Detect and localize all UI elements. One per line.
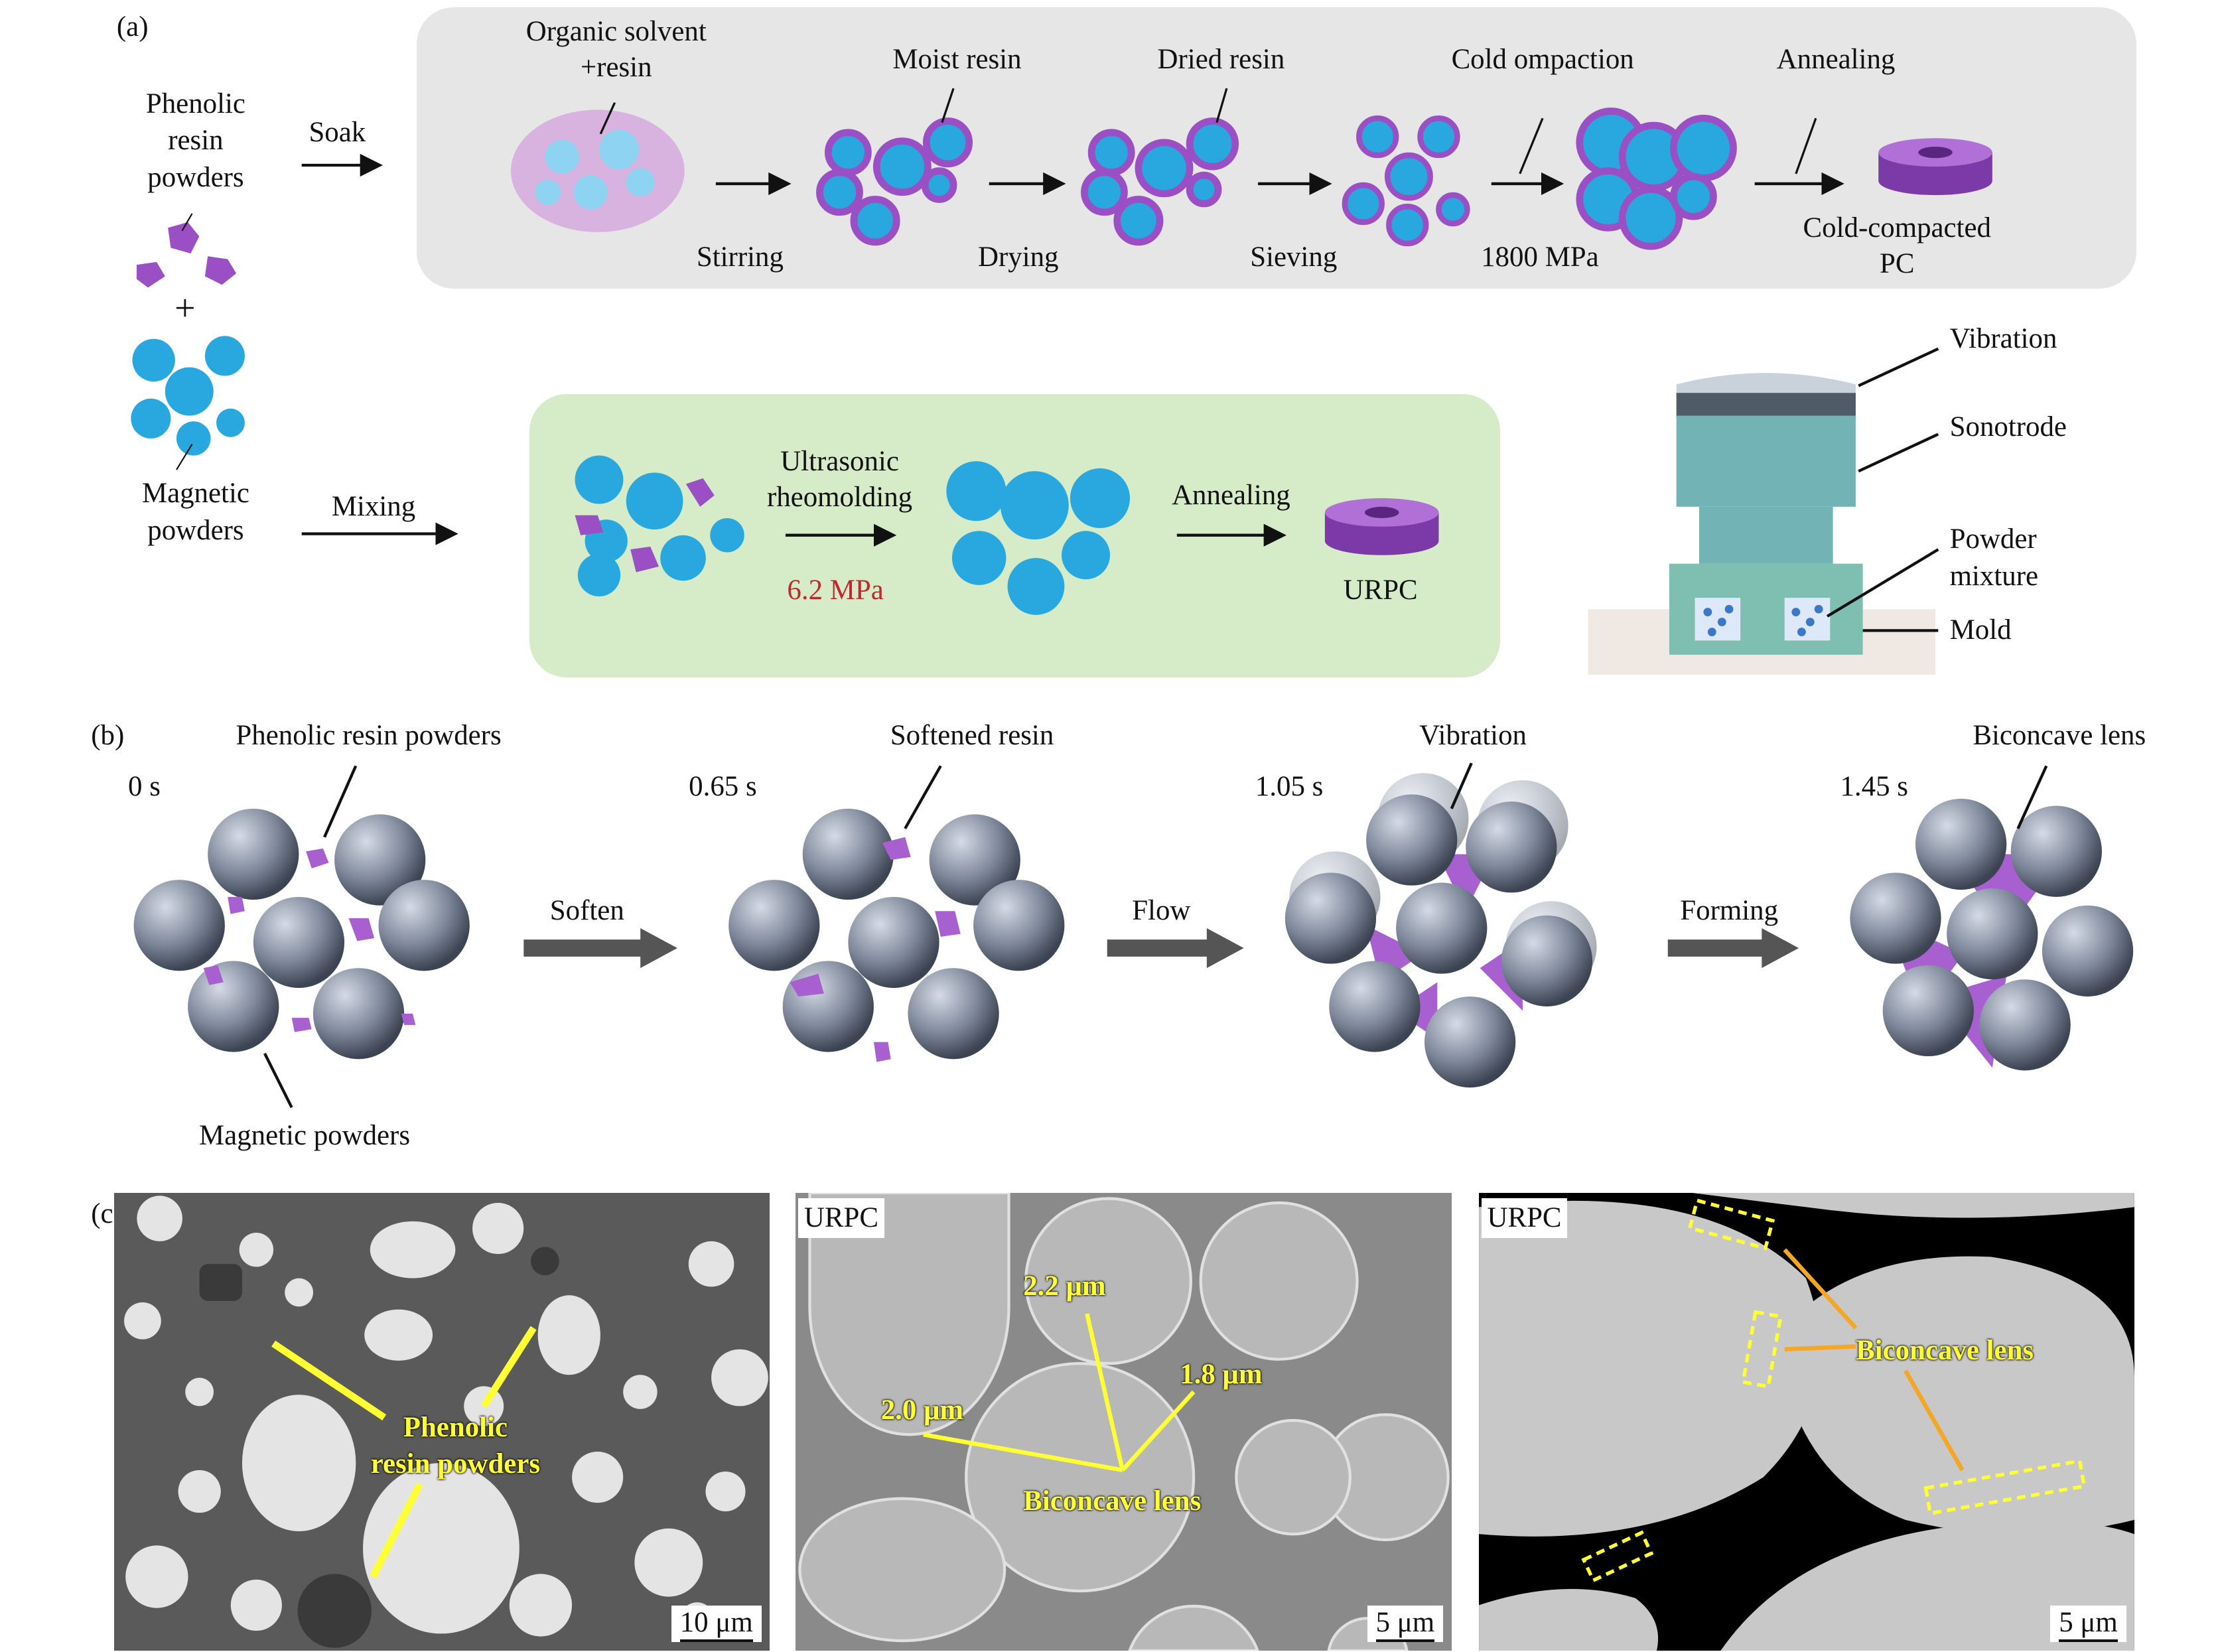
- top-process-box: [417, 7, 2136, 289]
- flow-arrow-icon: [1107, 928, 1244, 968]
- soften-label: Soften: [549, 894, 624, 926]
- resin-particles-icon: [136, 222, 237, 288]
- pc-ring-icon: [1878, 138, 1992, 196]
- sem-particles: [798, 1192, 1450, 1651]
- biconcave-annotation-2: Biconcave lens: [1023, 1485, 1202, 1517]
- pressure-1800-label: 1800 MPa: [1481, 241, 1599, 273]
- solvent-resin-icon: [511, 109, 685, 232]
- vibration-label: Vibration: [1949, 322, 2057, 354]
- sem-image-urpc-fracture: URPC 2.2 μm 1.8 μm 2.0 μm Biconcave lens…: [796, 1192, 1452, 1651]
- softened-resin-label: Softened resin: [890, 720, 1054, 752]
- panel-a-label: (a): [116, 11, 149, 42]
- phenolic-annotation: Phenolic resin powders: [370, 1411, 541, 1480]
- stirring-label: Stirring: [696, 241, 784, 273]
- dried-resin-icon: [1081, 117, 1239, 246]
- vibration-b-label: Vibration: [1419, 720, 1527, 752]
- scale-bar-5um: 5 μm: [1367, 1605, 1444, 1643]
- mixing-label: Mixing: [331, 490, 416, 522]
- scale-bar-10um: 10 μm: [671, 1605, 762, 1643]
- cold-compacted-pc-label: Cold-compacted PC: [1803, 212, 1991, 280]
- measure-2-0: 2.0 μm: [880, 1394, 964, 1426]
- time-0: 0 s: [128, 771, 161, 803]
- biconcave-annotation-3: Biconcave lens: [1856, 1334, 2034, 1366]
- measure-1-8: 1.8 μm: [1180, 1359, 1263, 1391]
- mold-label: Mold: [1949, 614, 2012, 646]
- dried-resin-label: Dried resin: [1157, 44, 1285, 76]
- phenolic-resin-label: Phenolic resin powders: [145, 88, 245, 194]
- urpc-ring-icon: [1324, 498, 1439, 555]
- sem-particles: [1478, 1192, 2134, 1651]
- plus-sign: +: [174, 287, 196, 329]
- urpc-mixture-icon: [946, 461, 1131, 615]
- urpc-tag: URPC: [1481, 1198, 1568, 1239]
- powder-mixture-label: Powder mixture: [1949, 523, 2039, 592]
- time-1-05: 1.05 s: [1255, 771, 1324, 803]
- magnetic-particles-icon: [131, 336, 245, 456]
- time-1-45: 1.45 s: [1840, 771, 1908, 803]
- organic-solvent-label: Organic solvent +resin: [525, 16, 707, 84]
- sonotrode-label: Sonotrode: [1949, 411, 2067, 443]
- panel-b-drawings: [133, 762, 2134, 1108]
- sonotrode-device-icon: [1588, 347, 1939, 675]
- cold-compaction-label: Cold ompaction: [1451, 44, 1634, 76]
- moist-resin-label: Moist resin: [892, 44, 1022, 76]
- panel-a-drawings: [131, 88, 1992, 675]
- urpc-label: URPC: [1343, 575, 1418, 606]
- time-0-65: 0.65 s: [689, 771, 757, 803]
- soften-arrow-icon: [523, 928, 677, 968]
- forming-arrow-icon: [1667, 928, 1799, 968]
- sem-image-resin-powders: Phenolic resin powders 10 μm: [113, 1192, 770, 1651]
- scale-bar-text: 5 μm: [1375, 1606, 1435, 1643]
- flow-label: Flow: [1132, 894, 1191, 926]
- sieving-label: Sieving: [1250, 241, 1338, 273]
- magnetic-powders-label-b: Magnetic powders: [199, 1119, 411, 1151]
- soak-label: Soak: [309, 116, 366, 148]
- pressure-6-2-label: 6.2 MPa: [787, 575, 884, 606]
- measure-2-2: 2.2 μm: [1023, 1271, 1106, 1302]
- moist-resin-icon: [816, 117, 973, 246]
- annealing-bottom-label: Annealing: [1172, 479, 1290, 511]
- scale-bar-text: 5 μm: [2059, 1606, 2118, 1643]
- biconcave-lens-b-label: Biconcave lens: [1973, 720, 2146, 752]
- sem-particles: [123, 1195, 768, 1648]
- forming-label: Forming: [1680, 894, 1779, 926]
- scale-bar-text: 10 μm: [679, 1606, 753, 1643]
- compacted-resin-icon: [1576, 107, 1737, 250]
- drying-label: Drying: [977, 241, 1059, 273]
- sem-image-urpc-section: URPC Biconcave lens 5 μm: [1478, 1192, 2135, 1651]
- sieved-resin-icon: [1342, 115, 1470, 247]
- annealing-top-label: Annealing: [1776, 44, 1896, 76]
- phenolic-resin-powders-label: Phenolic resin powders: [236, 720, 502, 752]
- urpc-tag: URPC: [798, 1198, 884, 1239]
- magnetic-powders-label: Magnetic powders: [141, 478, 249, 547]
- scale-bar-5um: 5 μm: [2050, 1605, 2126, 1643]
- mixture-icon: [575, 455, 744, 596]
- ultrasonic-rheomolding-label: Ultrasonic rheomolding: [766, 446, 913, 513]
- panel-b-label: (b): [91, 720, 125, 752]
